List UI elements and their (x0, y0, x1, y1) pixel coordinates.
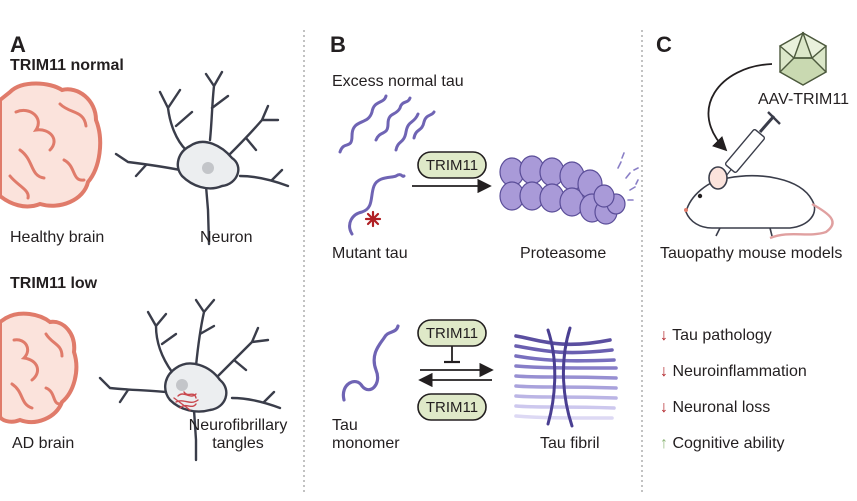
healthy-brain-icon (0, 81, 103, 209)
tau-fibril-label: Tau fibril (540, 435, 600, 452)
panel-a-letter: A (10, 32, 26, 57)
down-arrow-icon: ↓ (660, 363, 668, 380)
injection-arrow (707, 63, 773, 152)
effect-text: Neuronal loss (672, 399, 771, 416)
mouse-models-label: Tauopathy mouse models (660, 245, 843, 262)
tangles-label-line2: tangles (212, 435, 264, 452)
effect-text: Tau pathology (672, 327, 772, 344)
mutant-tau-icon (348, 173, 406, 236)
trim11-disaggregate-label: TRIM11 (425, 399, 479, 416)
effect-text: Cognitive ability (672, 435, 785, 452)
proteasome-label: Proteasome (520, 245, 607, 262)
mouse-icon (684, 166, 834, 240)
tau-fragments-icon (617, 152, 639, 201)
panel-c-letter: C (656, 32, 672, 57)
effect-text: Neuroinflammation (672, 363, 807, 380)
tau-fibril-icon (514, 326, 618, 428)
down-arrow-icon: ↓ (660, 399, 668, 416)
trim11-inhibit-label: TRIM11 (425, 325, 479, 342)
excess-tau-icon (338, 94, 436, 154)
tangles-label-line1: Neurofibrillary (188, 417, 288, 434)
mutant-tau-label: Mutant tau (332, 245, 408, 262)
tau-monomer-icon (341, 324, 400, 402)
tau-monomer-label-line1: Tau (332, 417, 358, 434)
syringe-icon (717, 111, 781, 187)
proteasome-icon (499, 155, 626, 225)
healthy-brain-label: Healthy brain (10, 229, 105, 246)
trim11-degrade-pill (417, 151, 487, 179)
trim11-disaggregate-pill (417, 393, 487, 421)
down-arrow-icon: ↓ (660, 327, 668, 344)
ad-neuron-icon (98, 298, 282, 462)
effect-tau-pathology: ↓ Tau pathology (660, 328, 772, 344)
aav-trim11-label: AAV-TRIM11 (758, 91, 849, 108)
tau-monomer-label-line2: monomer (332, 435, 400, 452)
excess-tau-label: Excess normal tau (332, 73, 464, 90)
neuron-label: Neuron (200, 229, 253, 246)
ad-brain-icon (0, 311, 79, 424)
effect-neuronal-loss: ↓ Neuronal loss (660, 400, 770, 416)
trim11-degrade-label: TRIM11 (425, 157, 479, 174)
effect-neuroinflammation: ↓ Neuroinflammation (660, 364, 807, 380)
ad-brain-label: AD brain (12, 435, 75, 452)
trim11-inhibit-pill (417, 319, 487, 364)
aav-virus-icon (778, 31, 828, 86)
neuron-icon (114, 70, 290, 246)
effect-cognitive-ability: ↑ Cognitive ability (660, 436, 785, 452)
panel-b-letter: B (330, 32, 346, 57)
trim11-normal-heading: TRIM11 normal (10, 57, 124, 74)
trim11-low-heading: TRIM11 low (10, 275, 98, 292)
up-arrow-icon: ↑ (660, 435, 668, 452)
